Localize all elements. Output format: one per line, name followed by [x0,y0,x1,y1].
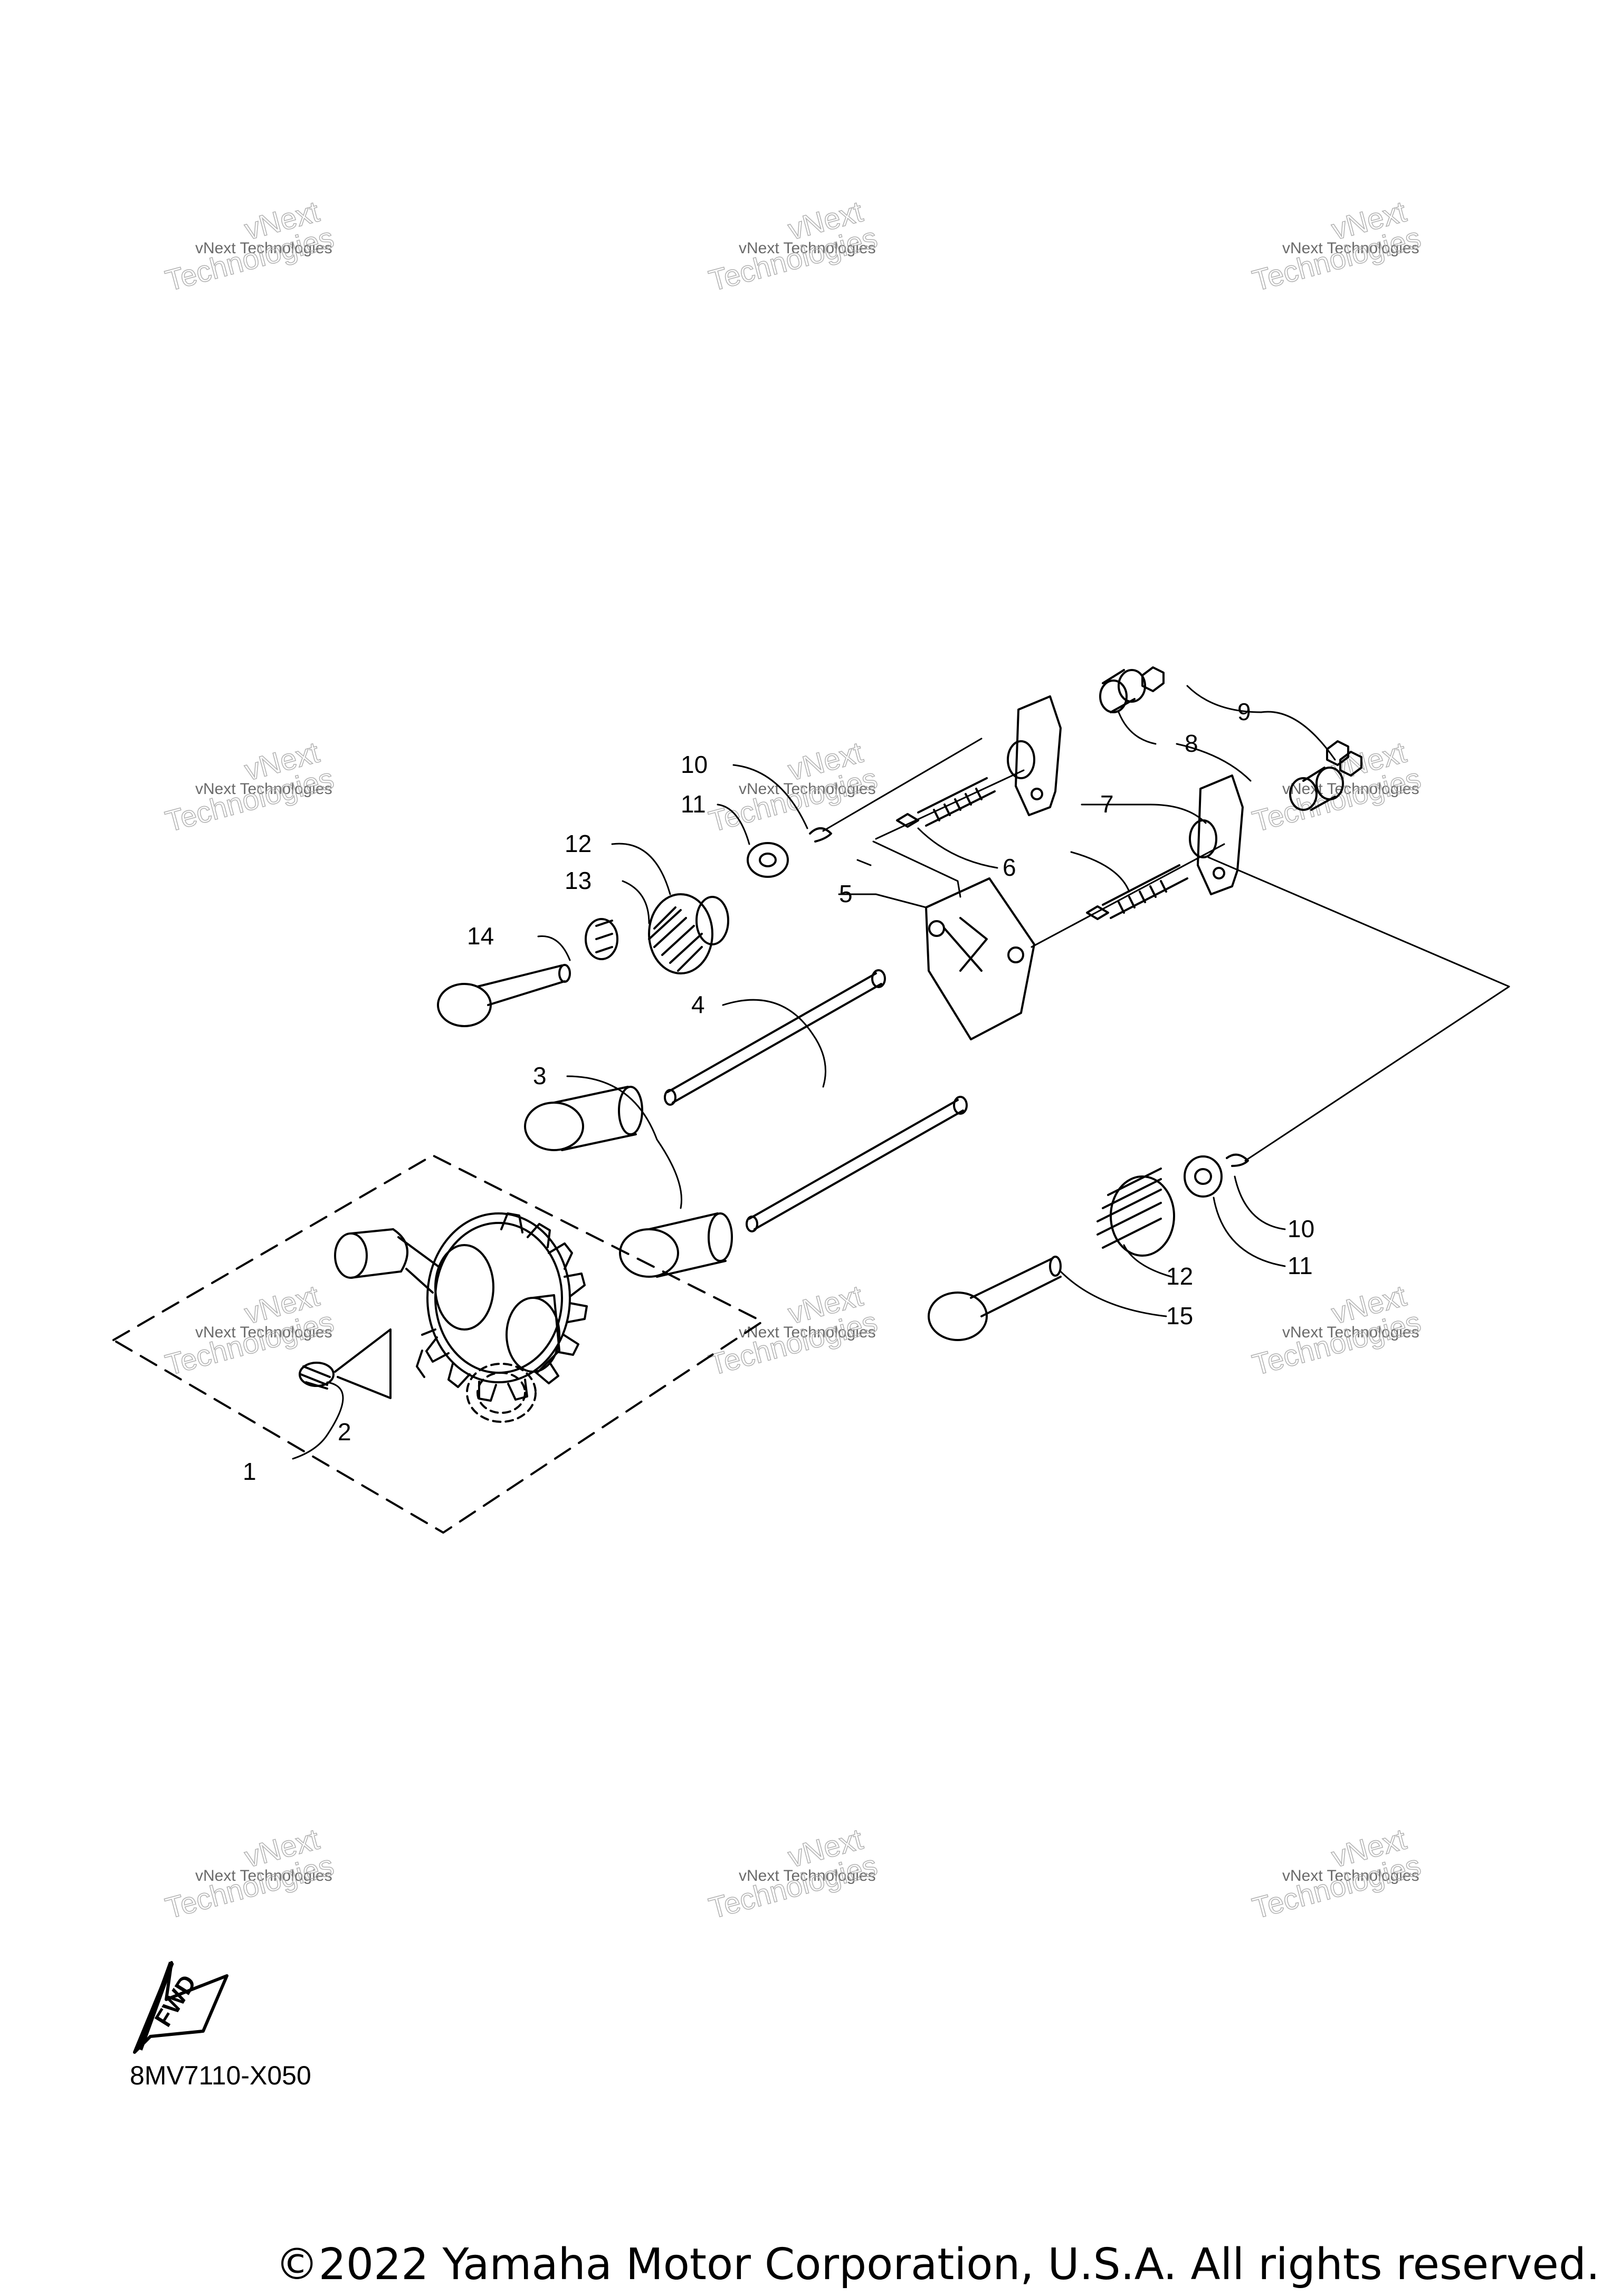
callout-9: 9 [1237,698,1251,725]
callout-11-lower: 11 [1288,1252,1313,1279]
callout-labels: 1 2 3 4 5 6 7 8 9 10 10 11 11 12 12 13 1… [243,698,1314,1485]
svg-text:vNext Technologies: vNext Technologies [195,1324,332,1341]
rocker-arm [1007,695,1244,895]
svg-text:vNext Technologies: vNext Technologies [1282,1324,1419,1341]
fwd-arrow-icon: FWD [133,1961,228,2054]
callout-11-upper: 11 [681,790,706,818]
callout-10-upper: 10 [681,751,708,778]
valve-spring-lower [1096,1153,1249,1257]
watermark: vNext Technologies vNext Technologies [161,735,338,839]
exhaust-valve [928,1256,1062,1341]
pivot-pin [1099,669,1344,811]
watermark: vNext Technologies vNext Technologies [1248,194,1425,298]
copyright-notice: ©2022 Yamaha Motor Corporation, U.S.A. A… [275,2240,1600,2290]
svg-text:vNext Technologies: vNext Technologies [195,240,332,257]
callout-13: 13 [565,867,592,894]
watermark-layer: vNext Technologies vNext Technologies vN… [161,194,1425,1926]
camshaft-gear [334,1212,588,1423]
watermark: vNext Technologies vNext Technologies [161,1278,338,1382]
camshaft-assembly-outline [112,1154,764,1534]
svg-text:vNext Technologies: vNext Technologies [195,1867,332,1884]
watermark: vNext Technologies vNext Technologies [1248,1278,1425,1382]
callout-5: 5 [839,880,853,907]
intake-valve [437,964,571,1027]
watermark: vNext Technologies vNext Technologies [705,194,881,298]
svg-text:vNext Technologies: vNext Technologies [739,780,876,798]
assembly-lines [822,738,1510,1162]
rocker-plate [925,877,1035,1040]
svg-text:vNext Technologies: vNext Technologies [739,1324,876,1341]
tappet [524,1086,733,1278]
callout-12-upper: 12 [565,830,592,857]
valve-spring-upper [585,827,832,974]
watermark: vNext Technologies vNext Technologies [1248,1822,1425,1926]
watermark: vNext Technologies vNext Technologies [161,1822,338,1926]
callout-7: 7 [1100,790,1114,818]
nut [1141,666,1362,777]
callout-3: 3 [533,1062,547,1089]
callout-1: 1 [243,1458,256,1485]
watermark: vNext Technologies vNext Technologies [705,1278,881,1382]
callout-12-lower: 12 [1166,1262,1193,1290]
watermark: vNext Technologies vNext Technologies [1248,735,1425,839]
callout-4: 4 [691,991,705,1018]
watermark: vNext Technologies vNext Technologies [161,194,338,298]
svg-text:vNext Technologies: vNext Technologies [195,780,332,798]
callout-6: 6 [1003,854,1016,881]
svg-text:vNext Technologies: vNext Technologies [1282,1867,1419,1884]
watermark: vNext Technologies vNext Technologies [705,1822,881,1926]
callout-14: 14 [467,922,494,950]
stud-bolt [896,777,1188,920]
callout-2: 2 [338,1418,351,1446]
pin [299,1328,392,1399]
callout-8: 8 [1185,730,1198,757]
svg-text:vNext Technologies: vNext Technologies [1282,240,1419,257]
svg-text:vNext Technologies: vNext Technologies [739,1867,876,1884]
callout-10-lower: 10 [1288,1215,1314,1242]
drawing-code: 8MV7110-X050 [130,2061,311,2090]
svg-text:vNext Technologies: vNext Technologies [739,240,876,257]
leader-lines [292,685,1336,1460]
push-rod [664,969,968,1232]
svg-text:vNext Technologies: vNext Technologies [1282,780,1419,798]
watermark: vNext Technologies vNext Technologies [705,735,881,839]
callout-15: 15 [1166,1302,1193,1329]
